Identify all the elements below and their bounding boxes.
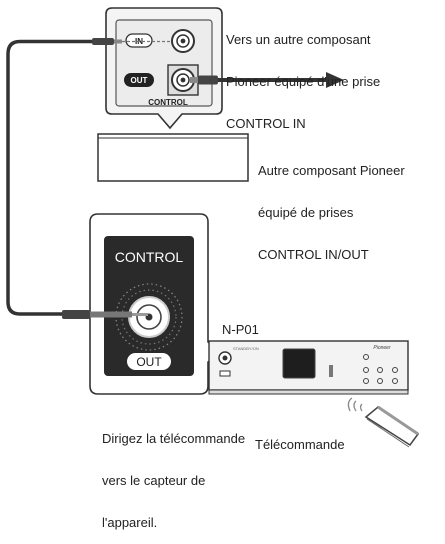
out-plug xyxy=(190,72,344,88)
remote-control-icon xyxy=(347,397,420,448)
control-panel-title: CONTROL xyxy=(148,98,188,107)
display-screen xyxy=(282,348,316,379)
in-plug xyxy=(92,38,170,45)
connection-diagram: IN OUT CONTROL CONTROL xyxy=(6,7,420,448)
device-model-label: N-P01 xyxy=(222,322,259,337)
sensor-note: Dirigez la télécommande vers le capteur … xyxy=(102,404,245,544)
arrow-label: Vers un autre composant Pioneer équipé d… xyxy=(226,5,380,145)
control-out-pill xyxy=(127,353,171,370)
arrow-head xyxy=(326,72,344,88)
sensor-note-line-2: vers le capteur de xyxy=(102,473,206,488)
top-jack-callout: IN OUT CONTROL xyxy=(105,7,223,130)
n-p01-device: STANDBY/ON Pioneer xyxy=(208,340,409,395)
arrow-label-line-1: Vers un autre composant xyxy=(226,32,371,47)
control-out-callout: CONTROL OUT xyxy=(89,213,224,395)
control-cable xyxy=(6,39,92,316)
component-label-line-2: équipé de prises xyxy=(258,205,354,220)
out-jack-plug xyxy=(62,310,148,319)
component-label-line-3: CONTROL IN/OUT xyxy=(258,247,369,262)
remote-label: Télécommande xyxy=(255,437,345,452)
component-label-line-1: Autre composant Pioneer xyxy=(258,163,405,178)
control-title: CONTROL xyxy=(115,249,184,265)
other-pioneer-component xyxy=(97,133,249,182)
brand-logo: Pioneer xyxy=(373,345,391,351)
svg-text:STANDBY/ON: STANDBY/ON xyxy=(233,346,259,351)
usb-port xyxy=(219,370,231,377)
out-label: OUT xyxy=(131,76,148,85)
sensor-note-line-1: Dirigez la télécommande xyxy=(102,431,246,446)
in-label-pill xyxy=(125,33,153,48)
control-out-label: OUT xyxy=(136,355,162,369)
sensor-note-line-3: l'appareil. xyxy=(102,515,158,530)
component-label: Autre composant Pioneer équipé de prises… xyxy=(258,136,405,276)
out-label-pill xyxy=(124,73,154,87)
arrow-label-line-3: CONTROL IN xyxy=(226,116,306,131)
arrow-label-line-2: Pioneer équipé d'une prise xyxy=(226,74,381,89)
